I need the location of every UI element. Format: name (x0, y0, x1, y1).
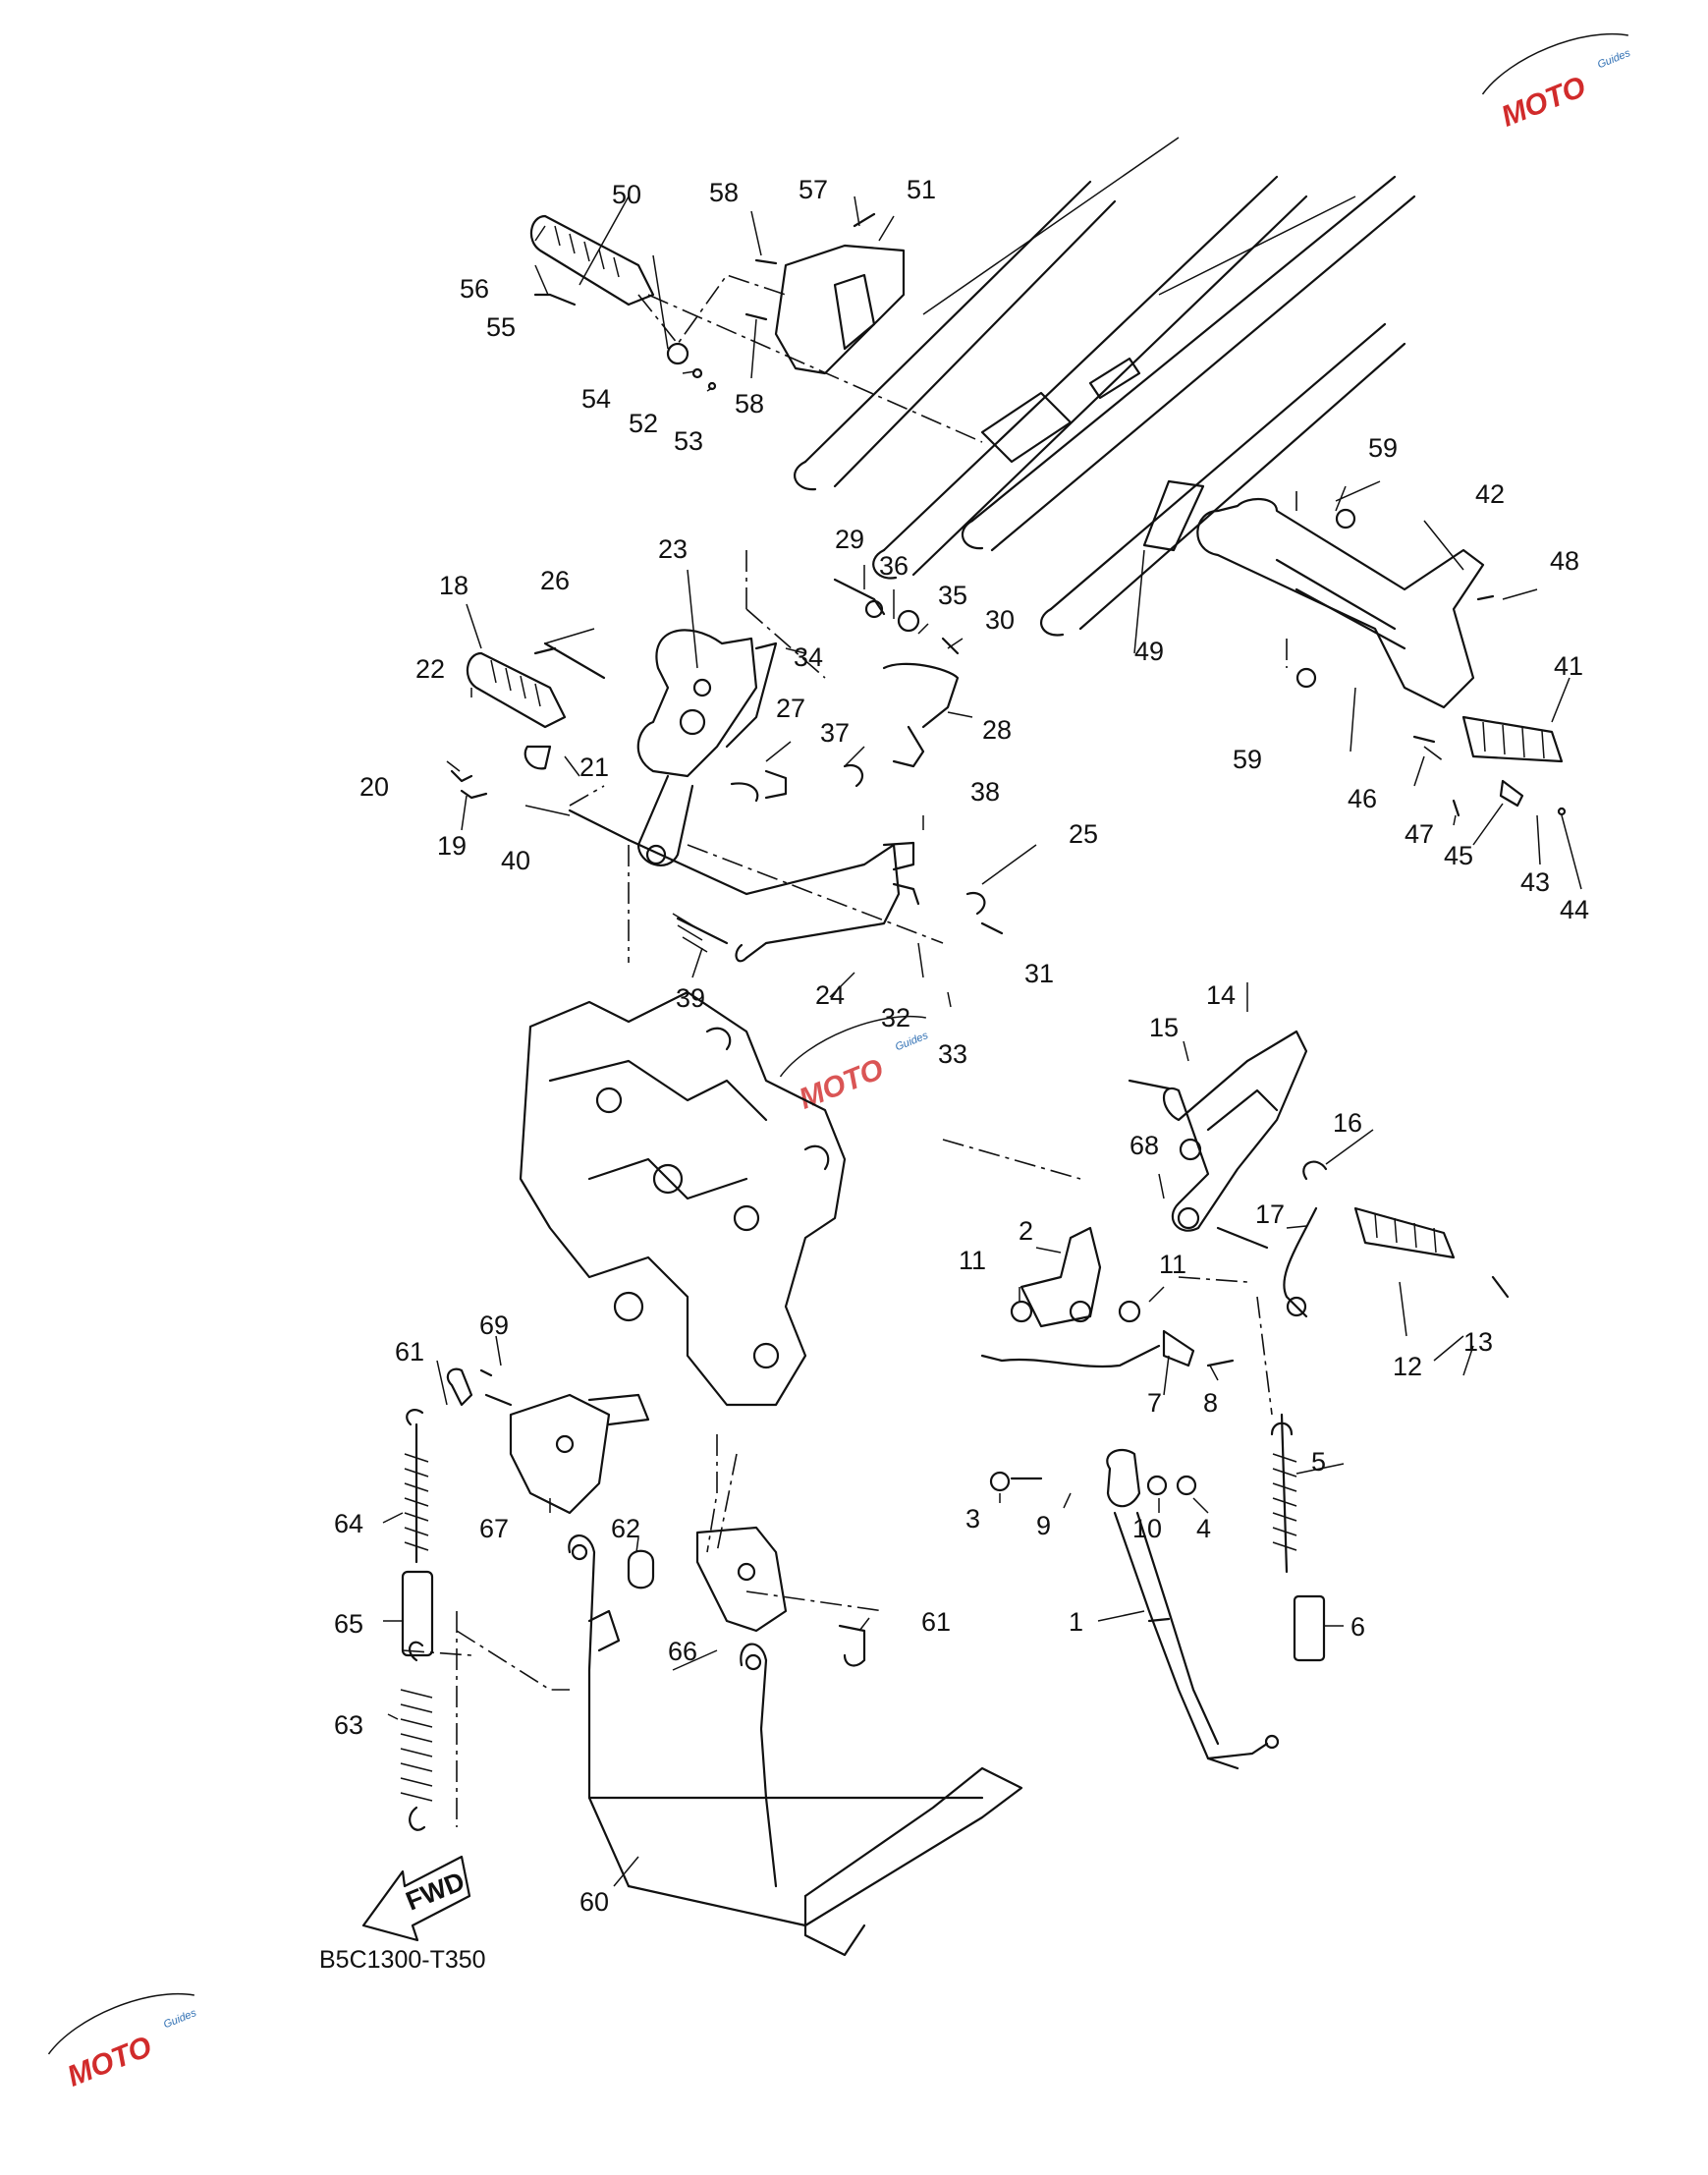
callout-4: 4 (1196, 1514, 1211, 1543)
frame-rear-rails (647, 137, 1416, 637)
watermark-top-right: MOTO Guides (1481, 32, 1632, 134)
watermark-subtext: Guides (162, 2007, 198, 2031)
callout-55: 55 (486, 312, 516, 342)
callout-22: 22 (415, 654, 445, 684)
callout-54: 54 (581, 384, 611, 414)
callout-63: 63 (334, 1710, 363, 1740)
callout-49: 49 (1134, 637, 1164, 666)
callout-62: 62 (611, 1514, 640, 1543)
watermark-text: MOTO (1497, 71, 1590, 134)
watermark-text: MOTO (795, 1053, 888, 1116)
callout-41: 41 (1554, 651, 1583, 681)
callout-65: 65 (334, 1609, 363, 1639)
callout-10: 10 (1132, 1514, 1162, 1543)
callout-18: 18 (439, 571, 468, 600)
diagram-code: B5C1300-T350 (319, 1946, 486, 1974)
rider-footrest-brake-assy (450, 550, 1004, 963)
watermark-subtext: Guides (1596, 47, 1632, 71)
callout-11a: 11 (959, 1246, 986, 1275)
watermark-text: MOTO (63, 2031, 156, 2093)
callout-29: 29 (835, 525, 864, 554)
callout-52: 52 (629, 409, 658, 438)
rear-footrest-left-assy (529, 212, 906, 391)
callout-2: 2 (1019, 1216, 1033, 1246)
watermark-subtext: Guides (894, 1030, 930, 1053)
callout-8: 8 (1203, 1388, 1218, 1418)
watermark-bottom-left: MOTO Guides (47, 1992, 198, 2093)
callout-1: 1 (1069, 1607, 1083, 1637)
callout-32: 32 (881, 1003, 910, 1032)
callout-9: 9 (1036, 1511, 1051, 1540)
callout-36: 36 (879, 551, 909, 581)
callout-45: 45 (1444, 841, 1473, 870)
callout-58b: 58 (735, 389, 764, 418)
callout-64: 64 (334, 1509, 363, 1538)
callout-53: 53 (674, 426, 703, 456)
callout-40: 40 (501, 846, 530, 875)
callout-15: 15 (1149, 1013, 1179, 1042)
callout-19: 19 (437, 831, 467, 861)
callout-66: 66 (668, 1637, 697, 1666)
callout-48: 48 (1550, 546, 1579, 576)
leader-lines (382, 195, 1582, 1887)
callout-30: 30 (985, 605, 1015, 635)
main-stand-assy (400, 1367, 1023, 1957)
callout-46: 46 (1348, 784, 1377, 813)
callout-61a: 61 (395, 1337, 424, 1366)
callout-42: 42 (1475, 479, 1505, 509)
rear-footrest-right-assy (1142, 479, 1567, 817)
callout-69: 69 (479, 1311, 509, 1340)
callout-20: 20 (359, 772, 389, 802)
callout-60: 60 (579, 1887, 609, 1917)
callout-24: 24 (815, 980, 845, 1010)
callout-57: 57 (799, 175, 828, 204)
callout-33: 33 (938, 1039, 967, 1069)
callout-3: 3 (965, 1504, 980, 1534)
callout-59a: 59 (1368, 433, 1398, 463)
callout-12: 12 (1393, 1352, 1422, 1381)
callout-16: 16 (1333, 1108, 1362, 1138)
callout-47: 47 (1405, 819, 1434, 849)
callout-61b: 61 (921, 1607, 951, 1637)
callout-58a: 58 (709, 178, 739, 207)
callout-56: 56 (460, 274, 489, 304)
callout-28: 28 (982, 715, 1012, 745)
center-frame (519, 990, 847, 1553)
watermark-center: MOTO Guides (779, 1015, 930, 1116)
callout-68: 68 (1129, 1131, 1159, 1160)
callout-5: 5 (1311, 1447, 1326, 1477)
callout-50: 50 (612, 180, 641, 209)
callout-44: 44 (1560, 895, 1589, 924)
callout-21: 21 (579, 753, 609, 782)
callout-11b: 11 (1159, 1250, 1186, 1279)
callout-14: 14 (1206, 980, 1236, 1010)
callout-7: 7 (1147, 1388, 1162, 1418)
callout-35: 35 (938, 581, 967, 610)
callout-27: 27 (776, 694, 805, 723)
callout-43: 43 (1520, 867, 1550, 897)
callout-26: 26 (540, 566, 570, 595)
callout-39: 39 (676, 983, 705, 1013)
callout-17: 17 (1255, 1199, 1285, 1229)
callout-38: 38 (970, 777, 1000, 807)
callout-23: 23 (658, 534, 688, 564)
callout-13: 13 (1463, 1327, 1493, 1357)
side-stand-assy (942, 1030, 1510, 1770)
callout-25: 25 (1069, 819, 1098, 849)
callout-37: 37 (820, 718, 850, 748)
fwd-arrow: FWD (361, 1855, 471, 1942)
callout-31: 31 (1024, 959, 1054, 988)
callout-34: 34 (794, 642, 823, 672)
fwd-label: FWD (402, 1867, 468, 1917)
callout-59b: 59 (1233, 745, 1262, 774)
callout-6: 6 (1350, 1612, 1365, 1642)
callouts: 1 2 3 4 5 6 7 8 9 10 11 11 12 13 14 15 1… (334, 175, 1589, 1917)
callout-51: 51 (907, 175, 936, 204)
callout-67: 67 (479, 1514, 509, 1543)
